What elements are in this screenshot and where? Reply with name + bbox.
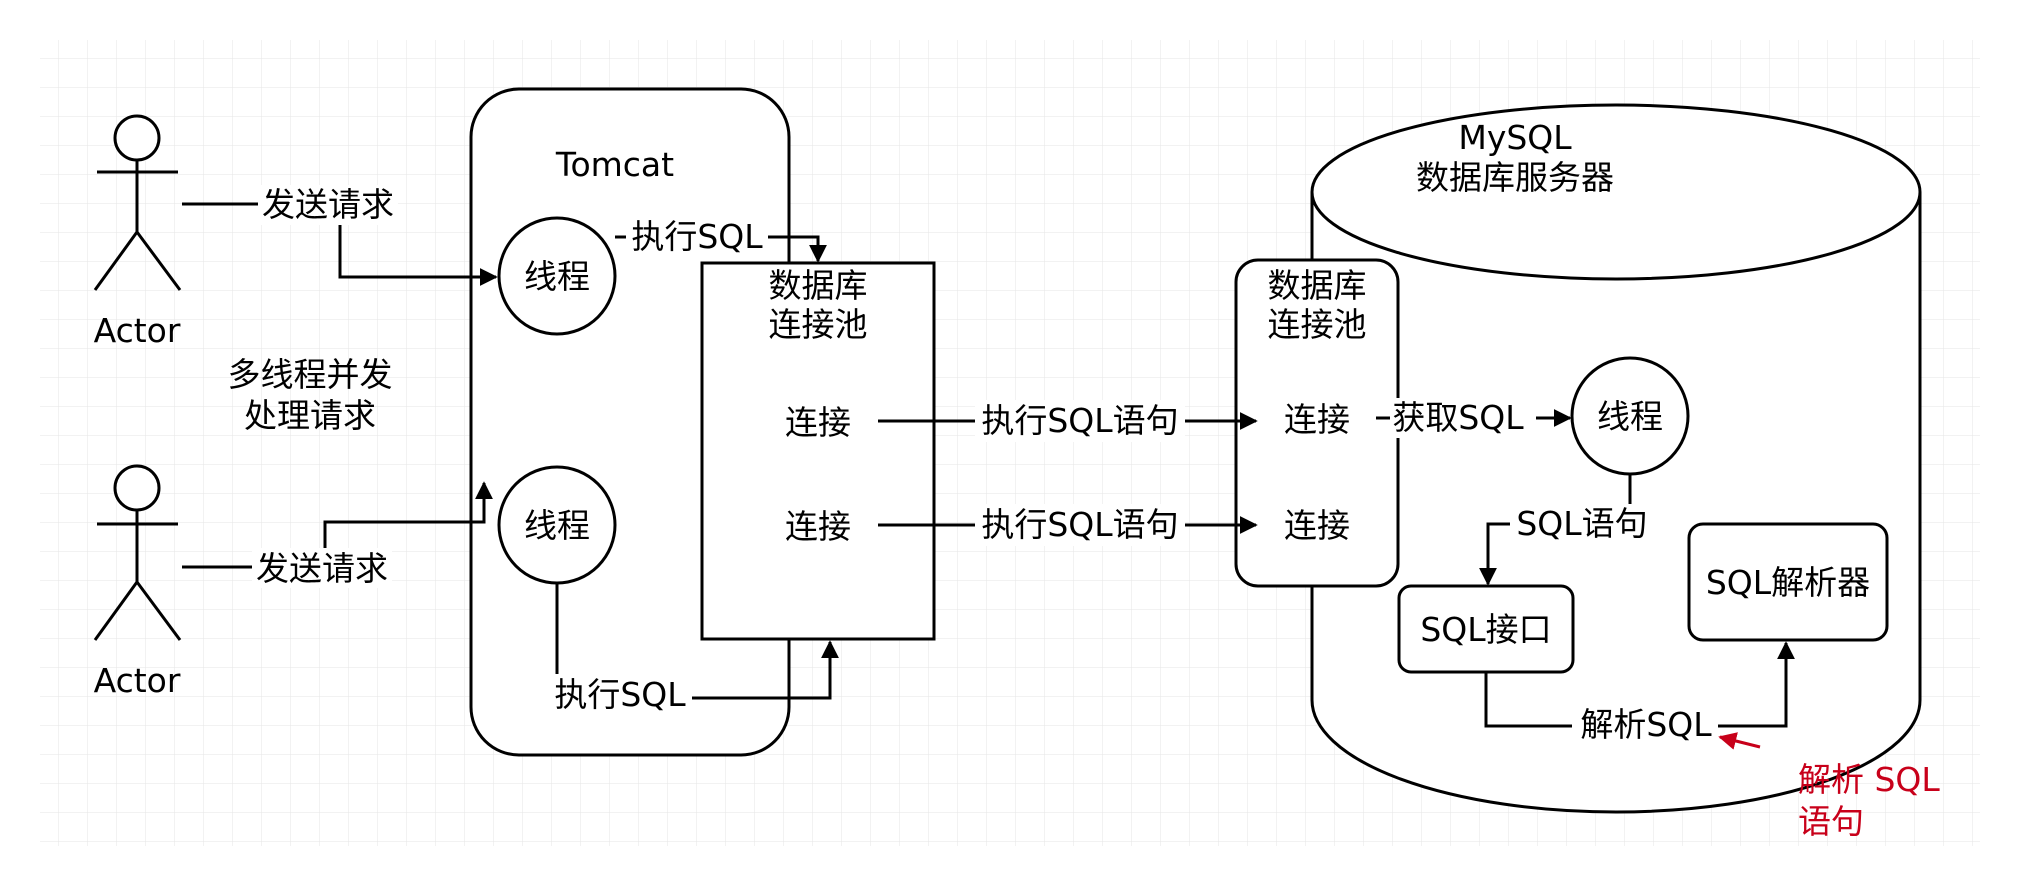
actor-2-leg-left [93,581,139,641]
mysql-server-cylinder-top [1310,103,1922,281]
actor-1-leg-right [135,231,182,291]
exec-statement-label-2: 执行SQL语句 [981,505,1178,544]
actor-2-request-label-bg [252,548,392,588]
tomcat-thread-2-label: 线程 [524,506,590,545]
thread-2-exec-connector [555,583,839,700]
mysql-thread-label: 线程 [1597,397,1663,436]
sql-statement-label-bg [1510,504,1654,544]
sql-interface-label: SQL接口 [1420,610,1551,649]
get-sql-label-bg [1390,398,1536,438]
mysql-pool-connection-1: 连接 [1284,400,1350,439]
actor-1-leg-left [93,231,139,291]
mysql-pool-connection-2: 连接 [1284,506,1350,545]
actor-2-request-label: 发送请求 [256,549,388,588]
tomcat-thread-1 [497,216,617,336]
actor-1-request-label: 发送请求 [262,185,394,224]
get-sql-label: 获取SQL [1392,398,1524,437]
actor-1: Actor [93,114,182,350]
parse-sql-label-bg [1572,704,1718,746]
concurrency-note-line2: 处理请求 [244,396,376,435]
thread-1-exec-label: 执行SQL [631,217,763,256]
tomcat-title: Tomcat [555,145,674,184]
actor-2: Actor [93,464,182,700]
thread-2-exec-label-bg [548,674,692,718]
actor-2-label: Actor [94,661,181,700]
thread-1-exec-label-bg [626,217,768,257]
actor-1-label: Actor [94,311,181,350]
tomcat-pool-connection-1: 连接 [785,403,851,442]
sql-parser-box [1687,522,1889,642]
tomcat-db-pool-line2: 连接池 [769,305,868,344]
tomcat-db-pool-line1: 数据库 [769,266,868,305]
exec-statement-label-2-bg [975,504,1185,546]
actor-1-request-label-bg [258,185,398,225]
tomcat-thread-1-label: 线程 [524,257,590,296]
mysql-db-pool-line2: 连接池 [1268,305,1367,344]
actor-2-head [113,464,161,512]
mysql-title-line2: 数据库服务器 [1416,158,1614,197]
exec-statement-label-1-bg [975,400,1185,442]
exec-statement-label-1: 执行SQL语句 [981,401,1178,440]
concurrency-note-line1: 多线程并发 [228,355,393,394]
thread-2-exec-label: 执行SQL [554,675,686,714]
annotation-line1: 解析 SQL [1798,760,1940,799]
sql-statement-label: SQL语句 [1516,504,1647,543]
tomcat-db-pool [700,261,936,641]
annotation-arrow [1718,732,1761,750]
mysql-title-line1: MySQL [1458,118,1572,157]
parse-sql-label: 解析SQL [1580,705,1712,744]
actor-2-leg-right [135,581,182,641]
tomcat-pool-connection-2: 连接 [785,507,851,546]
mysql-db-pool-line1: 数据库 [1268,266,1367,305]
actor-1-head [113,114,161,162]
sql-parser-label: SQL解析器 [1706,563,1870,602]
annotation-line2: 语句 [1798,802,1864,841]
